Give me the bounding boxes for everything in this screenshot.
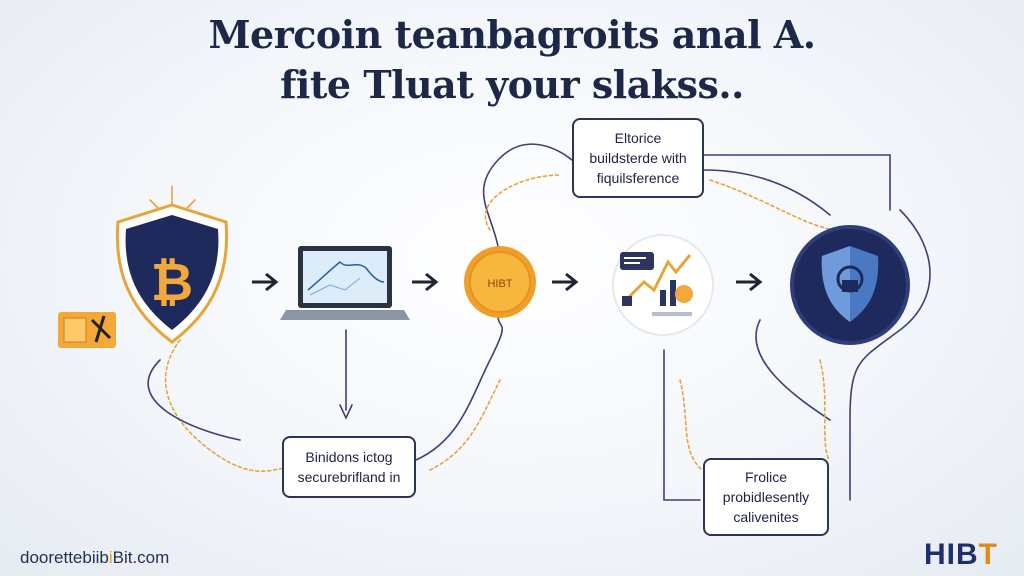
arrow-icon bbox=[252, 272, 279, 292]
brand-main: HIB bbox=[924, 538, 979, 571]
footer-url[interactable]: doorettebiibiBit.com bbox=[20, 548, 169, 568]
connector-line bbox=[339, 404, 353, 420]
note-line: Frolice bbox=[744, 469, 787, 485]
connector-line bbox=[849, 209, 931, 501]
arrow-icon bbox=[412, 272, 439, 292]
footer-url-accent: i bbox=[108, 548, 113, 567]
footer-url-tail: Bit.com bbox=[112, 548, 170, 567]
note-box-top: Eltorice buildsterde with fiquilsference bbox=[572, 118, 704, 198]
arrow-icon bbox=[552, 272, 579, 292]
note-line: fiquilsference bbox=[596, 170, 680, 186]
note-line: securebrifland in bbox=[297, 469, 401, 485]
title-line-1: Mercoin teanbagroits anal A. bbox=[208, 12, 816, 57]
dashboard-chart-icon bbox=[612, 234, 714, 336]
footer-url-main: doorettebiib bbox=[20, 548, 109, 567]
connector-line bbox=[755, 319, 831, 421]
note-line: Eltorice bbox=[614, 130, 662, 146]
bitcoin-shield-icon: ₿ bbox=[115, 203, 229, 344]
note-line: Binidons ictog bbox=[305, 449, 393, 465]
connector-line bbox=[819, 359, 830, 461]
title-line-2: fite Tluat your slakss.. bbox=[280, 62, 744, 107]
coin-label: HIBT bbox=[487, 278, 512, 290]
connector-line bbox=[679, 379, 703, 471]
connector-line bbox=[703, 154, 891, 211]
connector-line bbox=[415, 317, 504, 461]
connector-line bbox=[709, 179, 841, 231]
laptop-chart-icon bbox=[280, 246, 410, 320]
brand-logo: HIBT bbox=[924, 538, 998, 572]
note-line: buildsterde with bbox=[589, 150, 687, 166]
arrow-icon bbox=[736, 272, 763, 292]
tag-icon bbox=[58, 312, 116, 348]
brand-accent: T bbox=[978, 538, 998, 571]
connector-line bbox=[482, 143, 573, 247]
connector-line bbox=[164, 339, 286, 472]
connector-line bbox=[484, 174, 561, 231]
note-box-bottom-right: Frolice probidlesently calivenites bbox=[703, 458, 829, 536]
connector-line bbox=[703, 169, 831, 216]
note-line: probidlesently bbox=[722, 489, 810, 505]
gold-coin-icon bbox=[464, 246, 536, 318]
security-shield-icon bbox=[790, 225, 910, 345]
connector-line bbox=[147, 359, 241, 441]
connector-line bbox=[663, 349, 701, 501]
svg-text:₿: ₿ bbox=[151, 253, 193, 313]
note-line: calivenites bbox=[733, 509, 799, 525]
note-box-bottom-left: Binidons ictog securebrifland in bbox=[282, 436, 416, 498]
connector-line bbox=[429, 379, 501, 471]
